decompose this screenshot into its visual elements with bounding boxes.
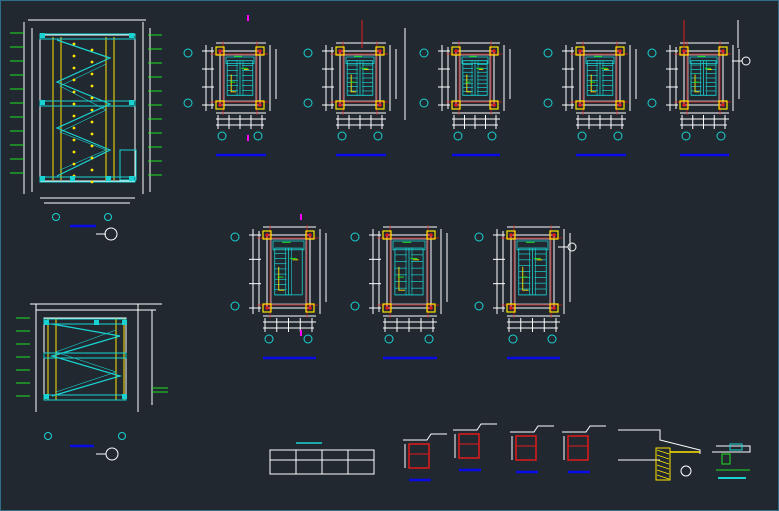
details-row <box>269 423 751 482</box>
floor-plan-view <box>230 225 327 360</box>
floor-plan-view <box>419 41 511 157</box>
floor-plan-view <box>350 225 448 360</box>
stair-elevation-large <box>10 19 162 241</box>
floor-plan-view <box>647 41 740 157</box>
floor-plan-view <box>183 41 277 157</box>
floor-plan-view <box>543 41 637 157</box>
stair-elevation-small <box>16 303 168 461</box>
floor-plan-view <box>474 225 571 360</box>
floor-plan-view <box>303 41 397 157</box>
